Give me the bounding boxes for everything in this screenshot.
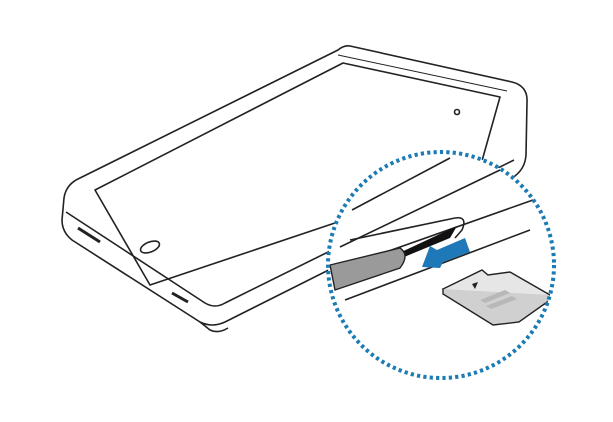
- screen: [94, 62, 501, 286]
- tablet-body: [61, 45, 528, 333]
- ejection-tool: [329, 247, 406, 291]
- microsd-card: [441, 269, 552, 326]
- home-button: [139, 240, 161, 254]
- camera-icon: [453, 108, 461, 116]
- callout-detail: [329, 157, 552, 326]
- callout-circle: [326, 150, 556, 380]
- insert-arrow-icon: [422, 238, 470, 268]
